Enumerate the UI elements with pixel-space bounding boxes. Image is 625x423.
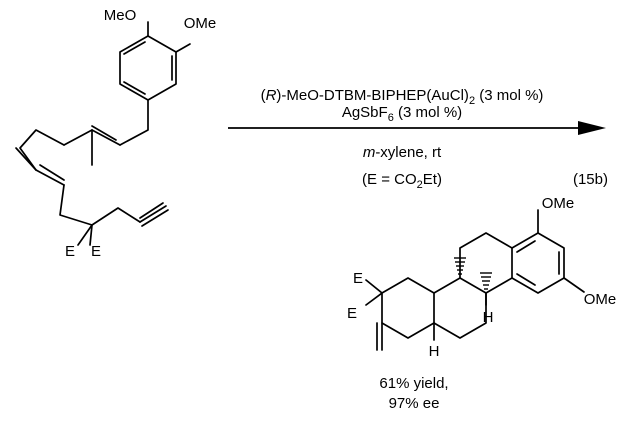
product-ome-right-label: OMe (584, 291, 617, 308)
ome-right-label: OMe (184, 15, 217, 32)
reaction-arrow (228, 121, 606, 135)
catalyst-line: (R)-MeO-DTBM-BIPHEP(AuCl)2 (3 mol %) (261, 87, 544, 107)
product-bonds (365, 209, 585, 351)
product-h-upper-label: H (483, 309, 494, 326)
ester-definition: (E = CO2Et) (362, 171, 442, 191)
product-ester-left-label: E (347, 305, 357, 322)
starting-material: MeO OMe E E (15, 7, 217, 260)
ome-left-label: MeO (104, 7, 137, 24)
ester-right-label: E (91, 243, 101, 260)
product-ome-top-label: OMe (542, 195, 575, 212)
product: OMe OMe E E H H (347, 195, 616, 360)
ester-left-label: E (65, 243, 75, 260)
ee-text: 97% ee (389, 395, 440, 412)
starting-material-bonds (15, 21, 191, 246)
cocatalyst-line: AgSbF6 (3 mol %) (342, 104, 462, 124)
yield-text: 61% yield, (379, 375, 448, 392)
product-ester-top-label: E (353, 270, 363, 287)
stereo-methyl-wedges (454, 257, 492, 290)
product-h-lower-label: H (429, 343, 440, 360)
solvent-line: m-xylene, rt (363, 144, 442, 161)
equation-number: (15b) (573, 171, 608, 188)
